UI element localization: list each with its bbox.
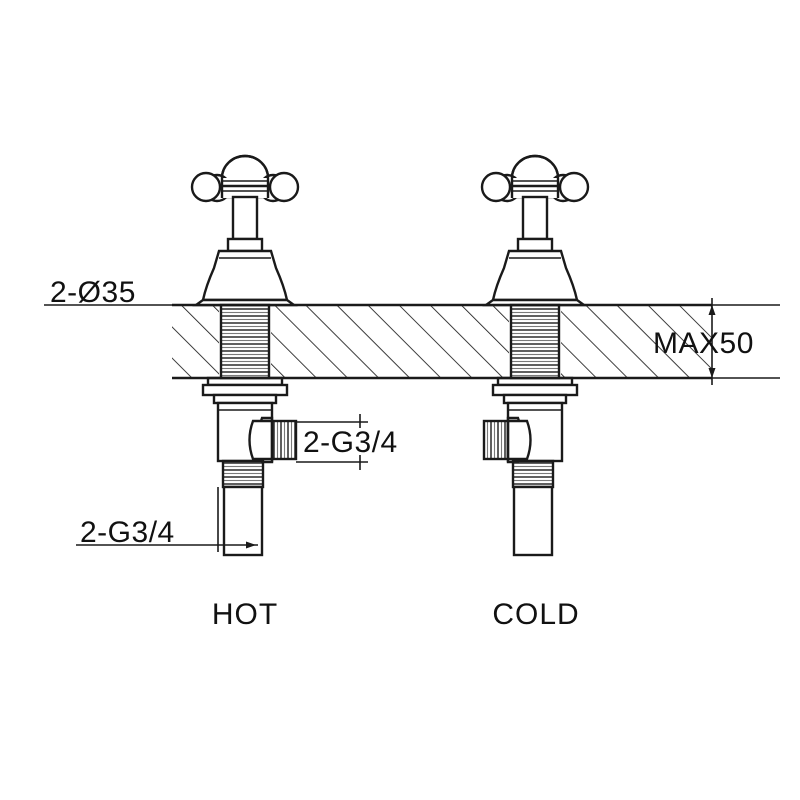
deck-thickness-arrow-up (708, 305, 716, 315)
hot-handle-knobs (190, 154, 300, 203)
cold-side-outlet (482, 416, 532, 464)
cold-bottom-tail (511, 459, 555, 557)
outlet-thread-callout: 2-G3/4 (296, 414, 398, 470)
tail-thread-arrow (246, 541, 256, 549)
cold-valve-assembly (480, 154, 590, 557)
hot-valve-assembly (190, 154, 300, 557)
hot-side-outlet (248, 416, 298, 464)
hot-bottom-tail (221, 459, 265, 557)
tail-thread-text: 2-G3/4 (80, 516, 175, 549)
cold-handle-knobs (480, 154, 590, 203)
hot-handle-stem (226, 195, 264, 253)
cold-valve-shroud (482, 249, 588, 307)
cold-handle-stem (516, 195, 554, 253)
hot-valve-label: HOT (212, 598, 278, 631)
hole-diameter-callout: 2-Ø35 (44, 276, 712, 309)
hot-backnut (201, 376, 289, 405)
deck-thickness-arrow-down (708, 368, 716, 378)
cold-valve-label: COLD (492, 598, 579, 631)
hole-diameter-text: 2-Ø35 (50, 276, 136, 309)
outlet-thread-text: 2-G3/4 (303, 426, 398, 459)
tail-thread-callout: 2-G3/4 (76, 487, 258, 552)
deck-thickness-callout: MAX50 (653, 298, 780, 385)
deck-thickness-text: MAX50 (653, 327, 754, 360)
cold-backnut (491, 376, 579, 405)
hot-threaded-shank (219, 303, 271, 380)
cold-threaded-shank (509, 303, 561, 380)
hot-valve-shroud (192, 249, 298, 307)
